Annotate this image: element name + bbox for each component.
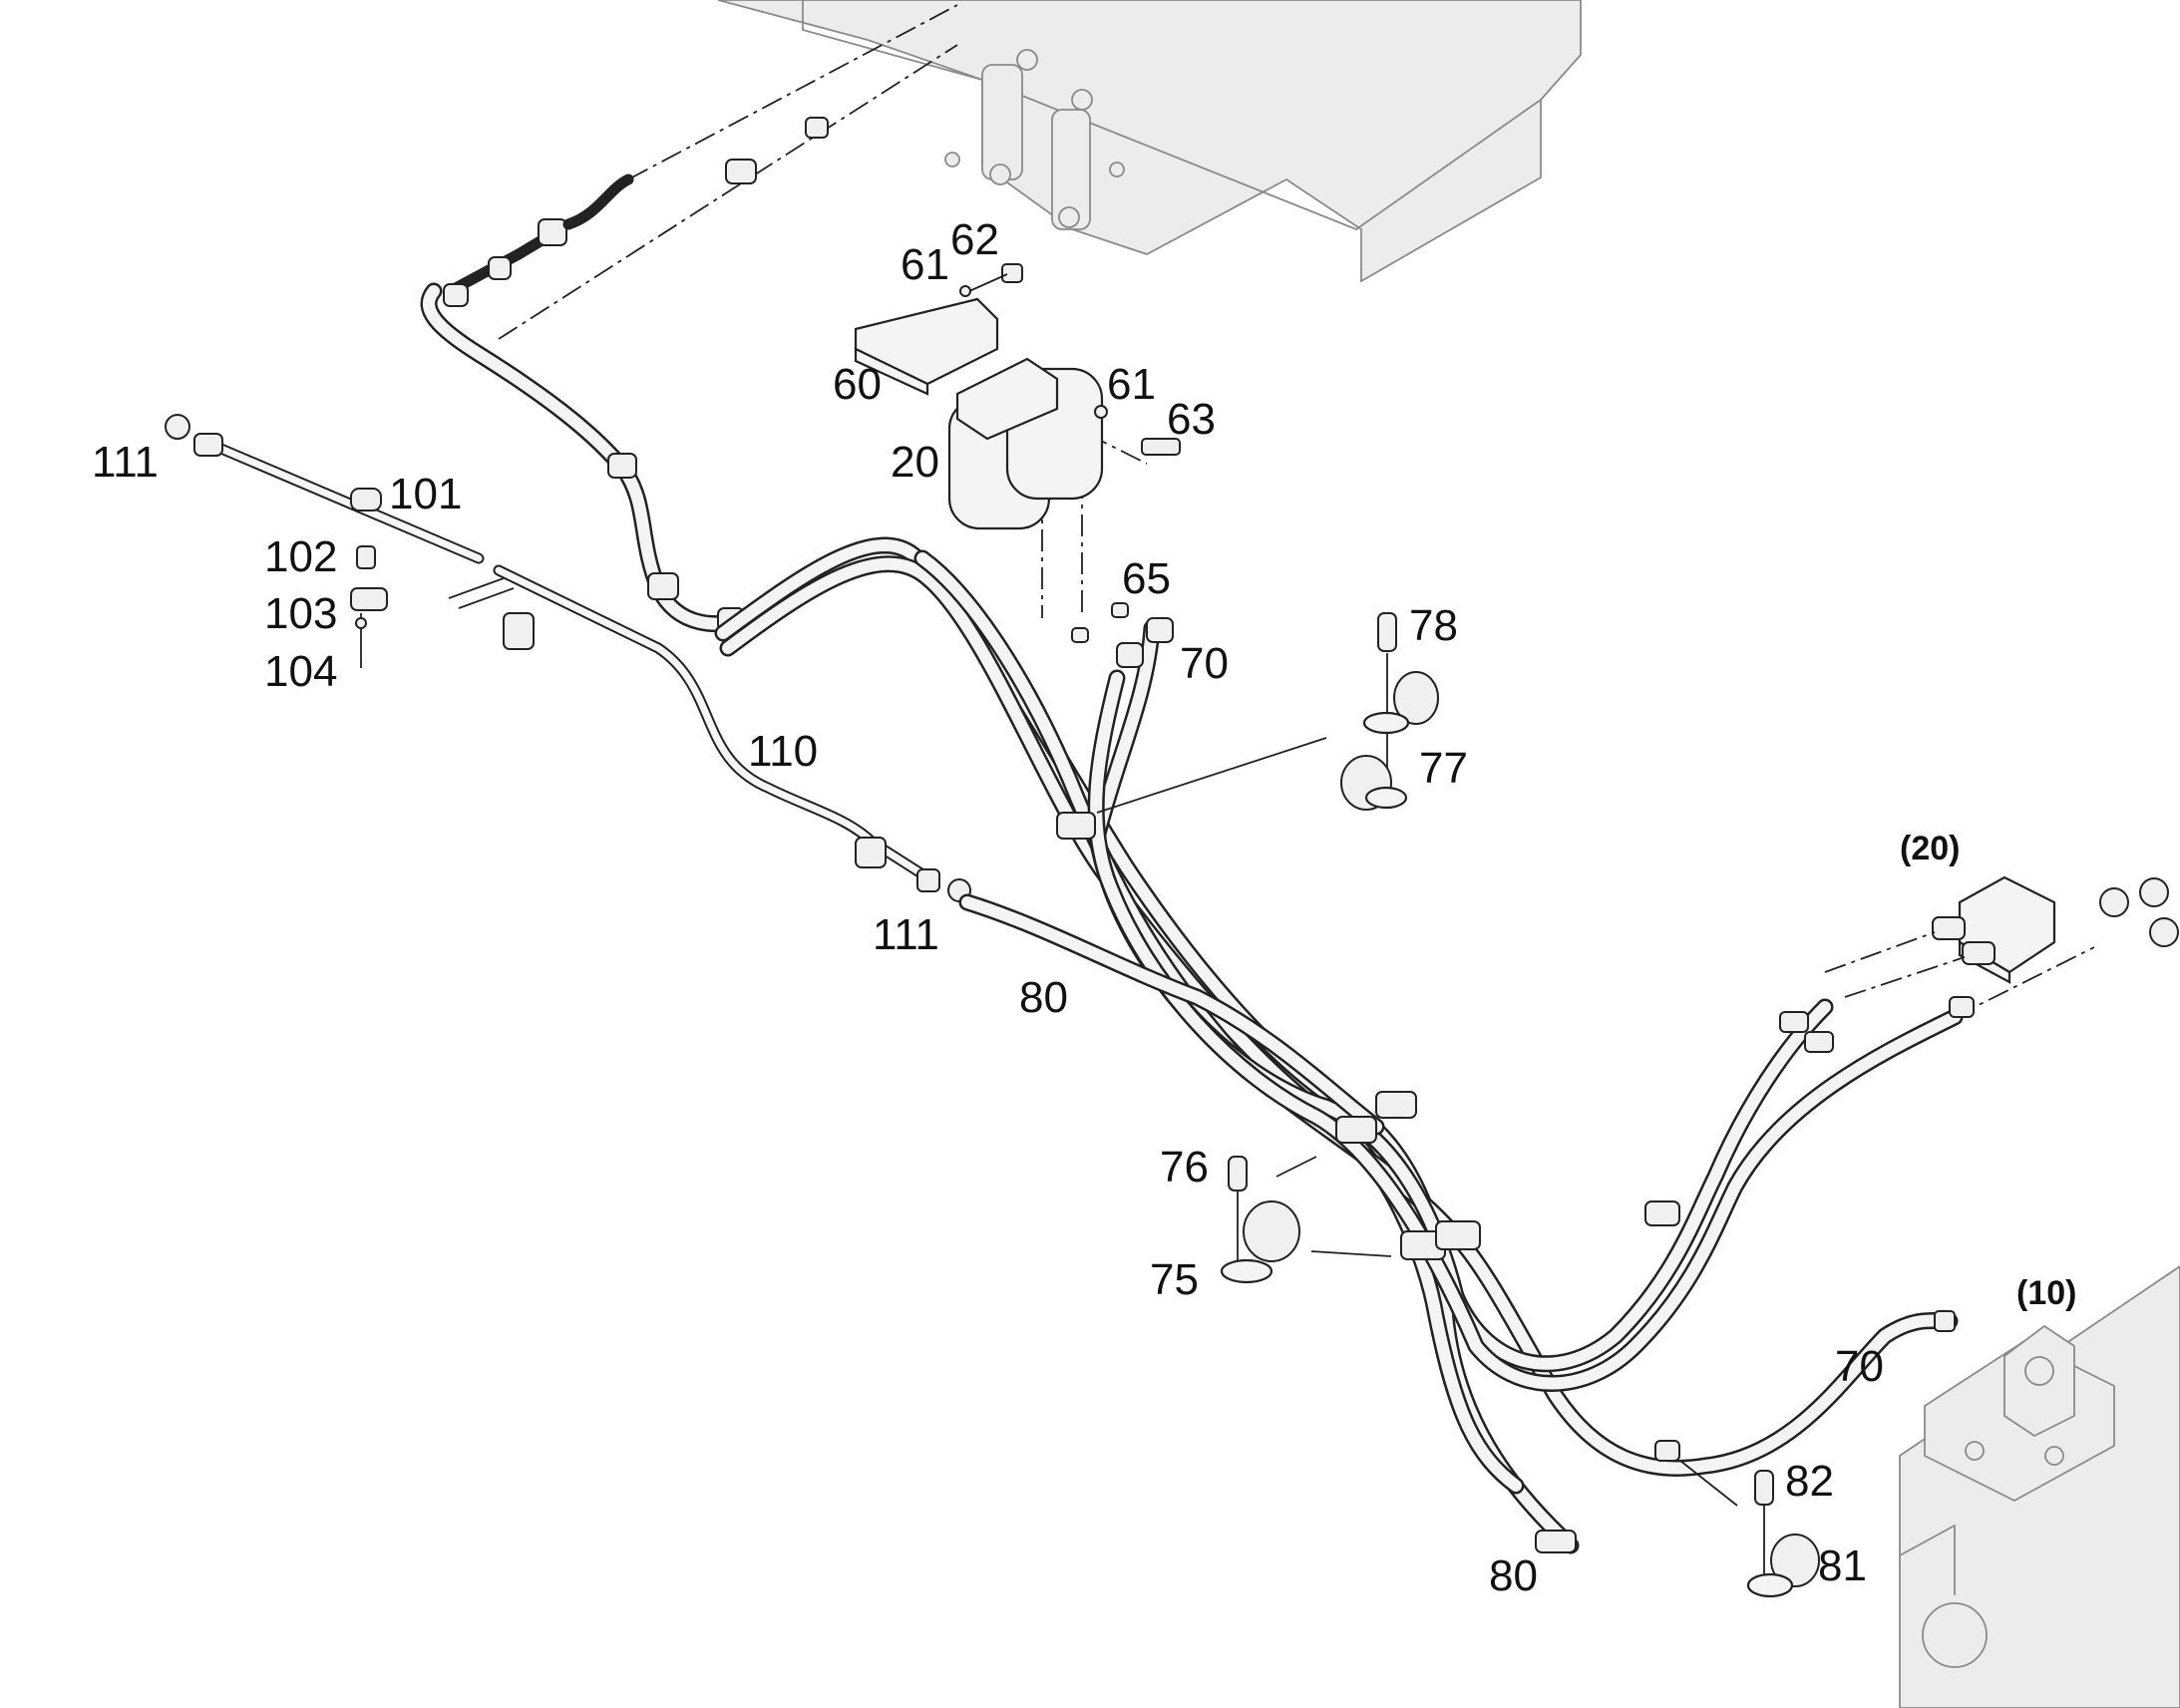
callout-103: 103 <box>264 589 337 638</box>
tank-housing-top <box>717 0 1582 283</box>
callout-77: 77 <box>1419 744 1468 793</box>
main-hose-bundle <box>714 536 1975 1554</box>
callout-110: 110 <box>748 727 818 776</box>
callout-78: 78 <box>1409 601 1458 650</box>
frame-bracket-bottom-right <box>1899 1264 2180 1708</box>
callout-60: 60 <box>833 360 882 409</box>
callout-111-middle: 111 <box>873 910 939 959</box>
callout-102: 102 <box>264 532 337 581</box>
callout-70-lower: 70 <box>1835 1342 1884 1391</box>
assembly-ref-10: (10) <box>2016 1274 2076 1312</box>
steel-pipe-110 <box>165 414 971 902</box>
assembly-ref-20: (20) <box>1900 830 1960 867</box>
callout-82: 82 <box>1785 1457 1834 1506</box>
callout-81: 81 <box>1818 1541 1867 1590</box>
clamp-77-78 <box>1096 612 1439 814</box>
clamp-75-76 <box>1220 1156 1392 1284</box>
callout-61-upper: 61 <box>901 240 949 289</box>
callout-75: 75 <box>1150 1255 1199 1304</box>
callout-104: 104 <box>264 647 337 696</box>
callout-20: 20 <box>891 438 939 487</box>
callout-63: 63 <box>1167 395 1216 444</box>
callout-labels: 61 62 60 61 63 20 65 70 78 77 111 101 10… <box>92 215 2076 1600</box>
filter-assembly <box>854 263 1181 530</box>
callout-111-left: 111 <box>92 438 159 487</box>
callout-80-lower: 80 <box>1489 1551 1538 1600</box>
callout-62: 62 <box>950 215 999 264</box>
clamp-81-82 <box>1679 1460 1820 1598</box>
callout-80-upper: 80 <box>1019 973 1068 1022</box>
callout-65: 65 <box>1122 554 1171 603</box>
callout-61-lower: 61 <box>1107 360 1156 409</box>
callout-76: 76 <box>1160 1143 1209 1192</box>
callout-70-upper: 70 <box>1180 639 1229 688</box>
clamp-assembly-101-104 <box>350 488 388 668</box>
tank-fittings <box>725 117 829 184</box>
tank-return-hose <box>420 173 757 632</box>
callout-101: 101 <box>389 470 462 518</box>
control-valve-block <box>1932 875 2179 984</box>
